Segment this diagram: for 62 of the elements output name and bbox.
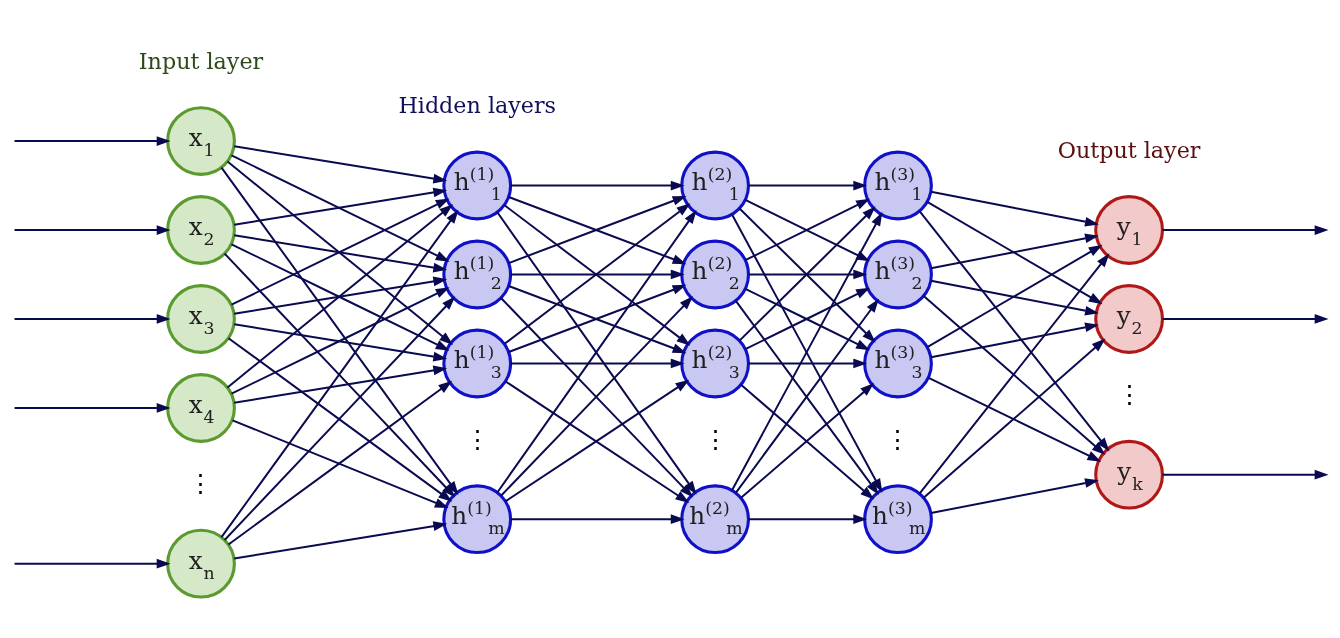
node-circle: y$_{2}$ <box>1094 284 1164 354</box>
arrow <box>930 322 1099 359</box>
arrow <box>747 180 868 191</box>
label: Hidden layers <box>398 92 557 119</box>
arrow <box>1161 469 1329 480</box>
arrow <box>227 380 453 546</box>
arrow <box>918 253 1110 495</box>
arrow <box>1161 314 1329 324</box>
node-circle: y$_{1}$ <box>1094 195 1164 265</box>
arrow <box>918 210 1110 452</box>
node-circle: x$_{n}$ <box>166 528 236 599</box>
arrow <box>233 145 448 184</box>
arrow <box>230 154 450 262</box>
arrow <box>509 514 685 525</box>
arrow <box>926 244 1103 349</box>
arrow <box>231 419 449 509</box>
node-circle: x$_{3}$ <box>166 284 236 354</box>
arrow <box>226 204 454 389</box>
node-circle: x$_{1}$ <box>166 106 236 176</box>
arrow <box>922 338 1106 499</box>
arrow <box>509 269 685 280</box>
arrow <box>927 376 1102 462</box>
arrow <box>13 314 171 324</box>
arrow <box>1161 225 1329 235</box>
label: ⋮ <box>702 424 728 454</box>
arrow <box>230 287 450 395</box>
arrow <box>930 478 1099 514</box>
arrow <box>930 233 1099 270</box>
label: ⋮ <box>464 424 490 454</box>
arrow <box>230 243 450 351</box>
arrow <box>13 558 171 569</box>
arrow <box>233 234 448 273</box>
arrow <box>13 136 171 146</box>
arrow <box>930 190 1099 227</box>
label: Input layer <box>138 47 264 74</box>
arrow <box>226 160 454 345</box>
arrow <box>747 514 868 525</box>
arrow <box>233 365 448 404</box>
arrow <box>233 276 448 315</box>
node-circle: x$_{2}$ <box>166 195 236 265</box>
arrow <box>922 294 1106 456</box>
label: ⋮ <box>885 424 911 454</box>
arrow <box>747 358 868 369</box>
arrow <box>223 296 456 541</box>
arrow <box>509 180 685 191</box>
label: Output layer <box>1057 136 1201 163</box>
arrow <box>926 200 1103 305</box>
arrow <box>223 252 456 498</box>
arrow <box>744 287 870 351</box>
arrow <box>233 521 448 560</box>
arrow <box>233 323 448 362</box>
arrow <box>747 269 868 280</box>
label: ⋮ <box>188 469 214 499</box>
arrow <box>13 403 171 413</box>
arrow <box>930 279 1099 316</box>
arrow <box>233 187 448 226</box>
arrow <box>509 358 685 369</box>
node-circle: x$_{4}$ <box>166 373 236 443</box>
arrow <box>227 337 453 502</box>
label: ⋮ <box>1116 380 1142 410</box>
arrow <box>230 198 450 306</box>
arrow <box>13 225 171 235</box>
